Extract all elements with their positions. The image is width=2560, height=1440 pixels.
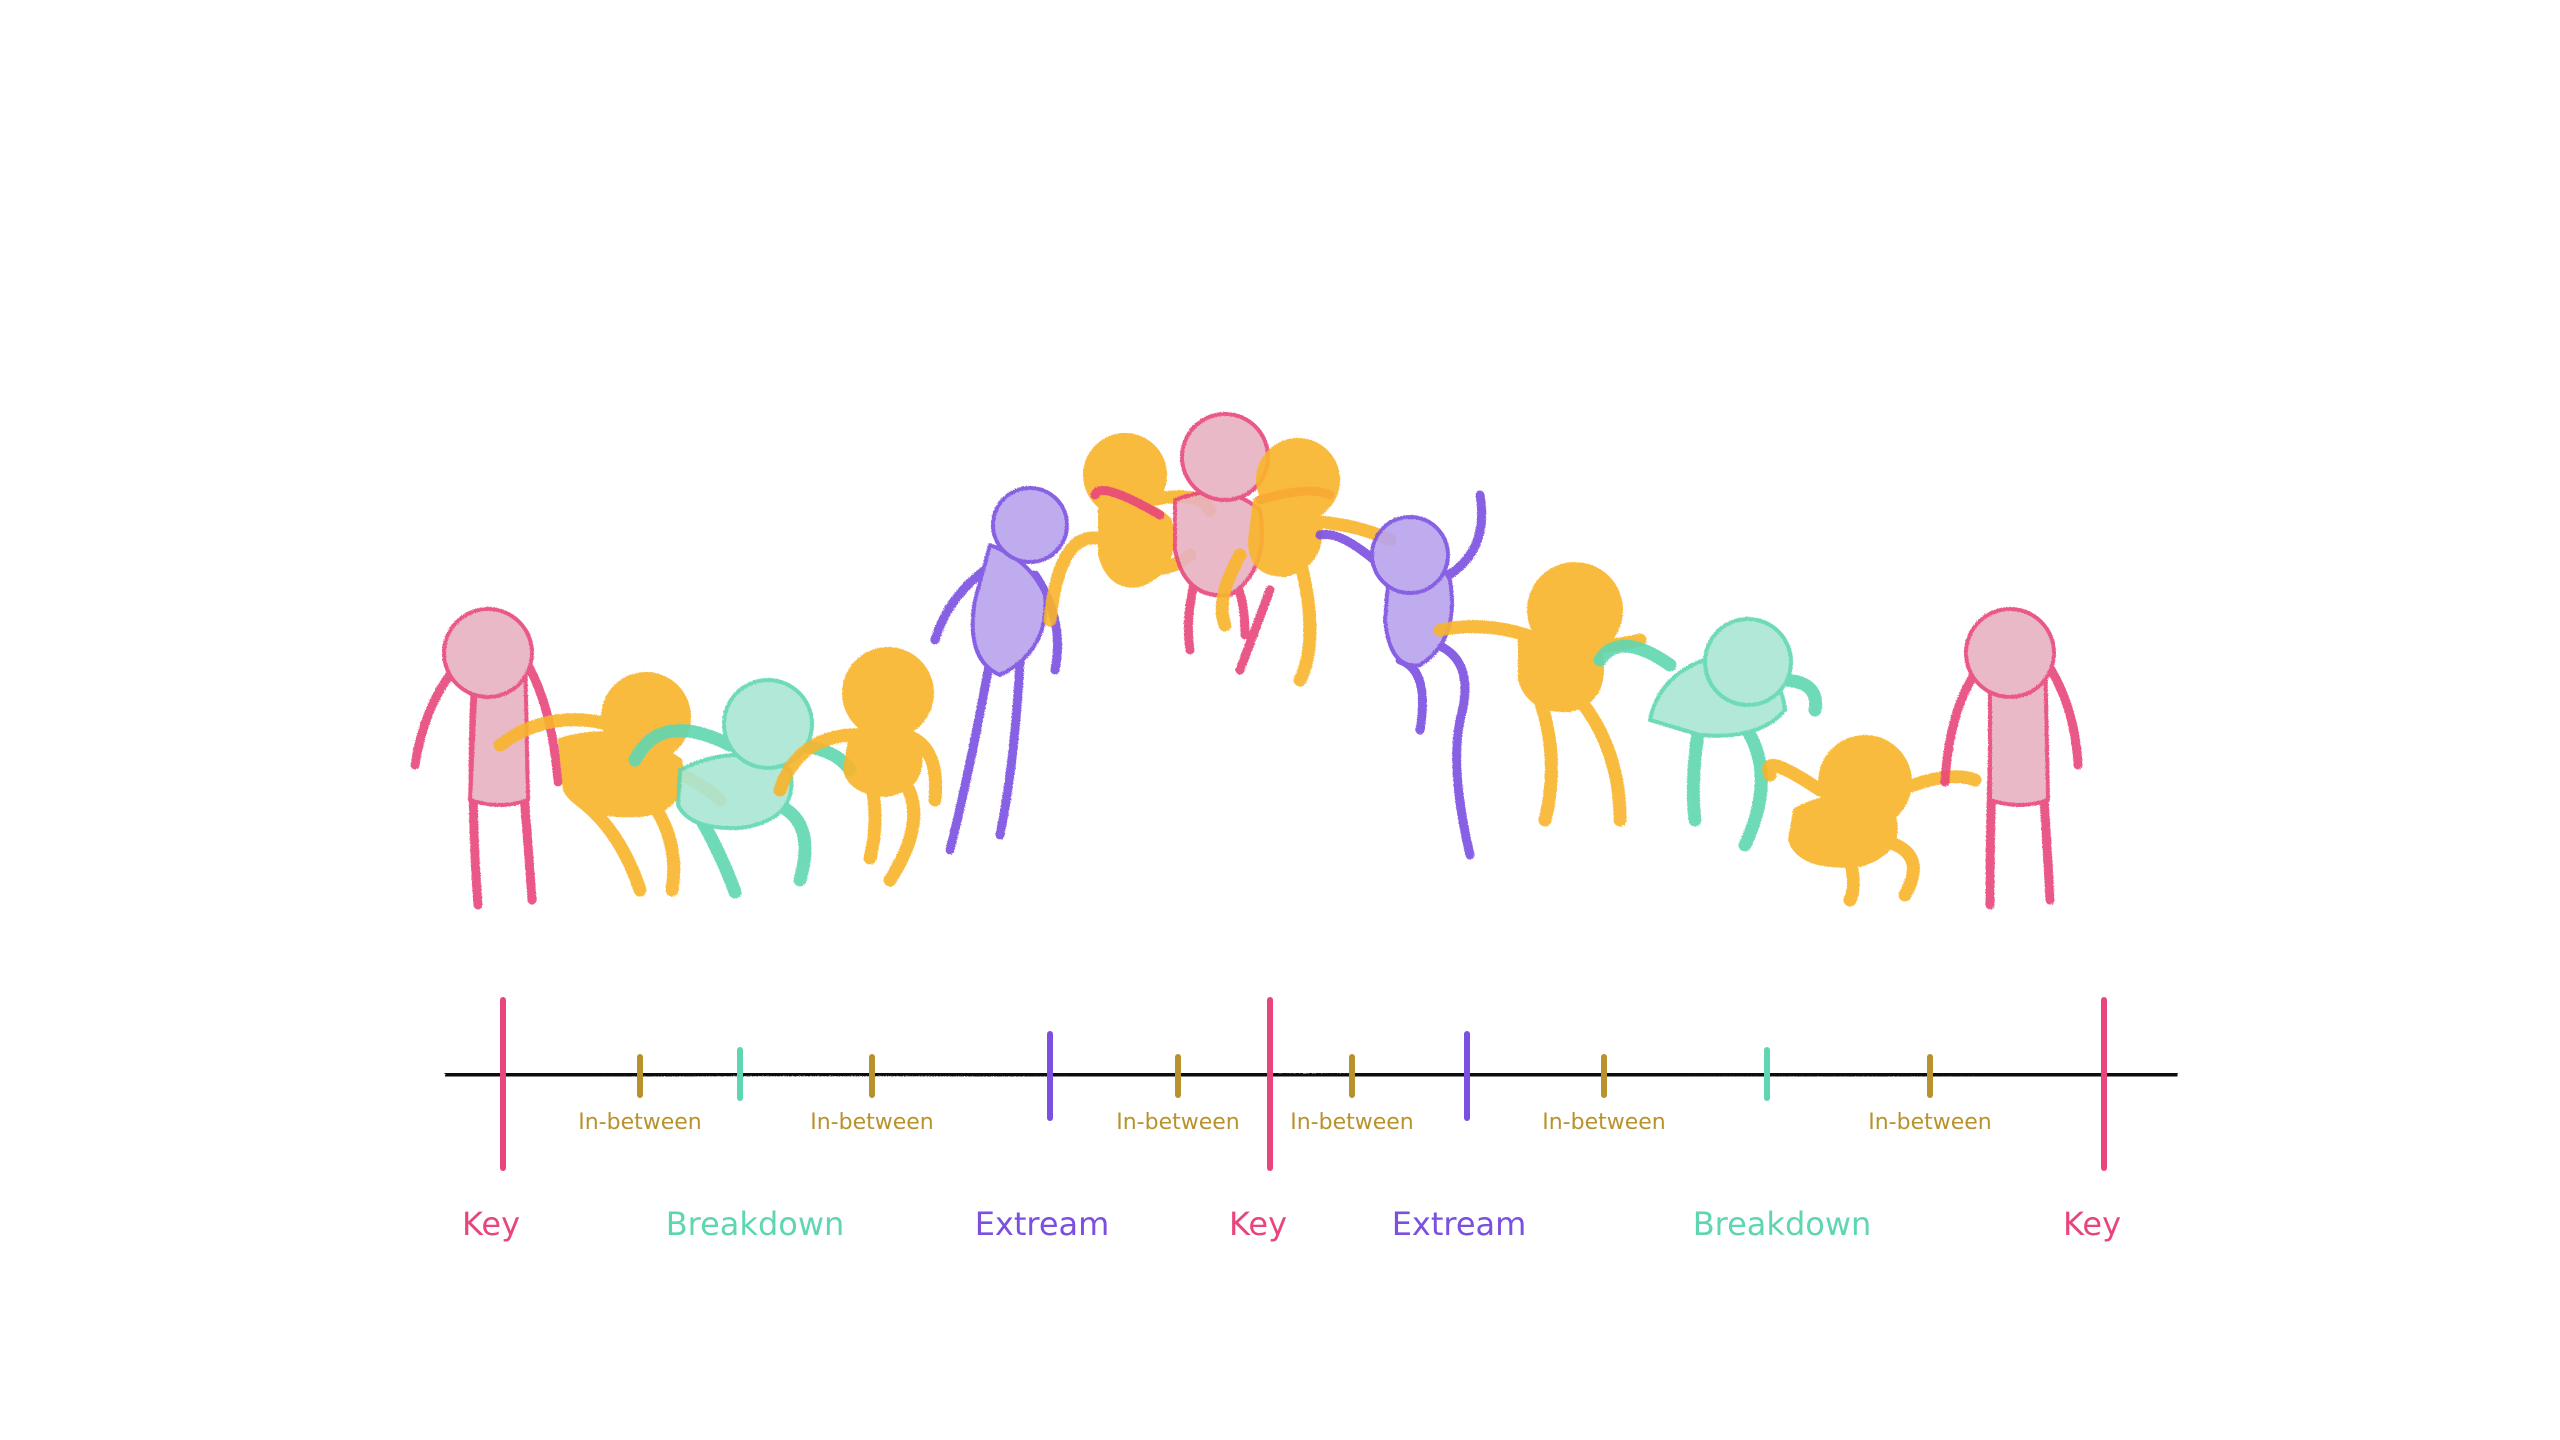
label-inbetween-3: In-between <box>810 1110 934 1135</box>
label-breakdown-2: Breakdown <box>666 1205 845 1243</box>
label-key-0: Key <box>462 1205 520 1243</box>
label-breakdown-10: Breakdown <box>1693 1205 1872 1243</box>
label-extreme-8: Extream <box>1392 1205 1527 1243</box>
label-key-12: Key <box>2063 1205 2121 1243</box>
label-inbetween-1: In-between <box>578 1110 702 1135</box>
label-inbetween-9: In-between <box>1542 1110 1666 1135</box>
figures <box>410 412 2083 910</box>
label-inbetween-11: In-between <box>1868 1110 1992 1135</box>
inbetween-pose-figure-5 <box>1433 562 1647 827</box>
label-inbetween-5: In-between <box>1116 1110 1240 1135</box>
extreme-pose-figure-2 <box>1315 490 1487 860</box>
timeline-ticks <box>500 997 2107 1171</box>
label-key-6: Key <box>1229 1205 1287 1243</box>
label-extreme-4: Extream <box>975 1205 1110 1243</box>
inbetween-pose-figure-4 <box>1215 438 1397 687</box>
breakdown-pose-figure-2 <box>1593 617 1823 852</box>
timeline-axis <box>444 1070 2179 1080</box>
label-inbetween-7: In-between <box>1290 1110 1414 1135</box>
inbetween-pose-figure-2 <box>773 647 943 887</box>
extreme-pose-figure-1 <box>930 486 1069 855</box>
key-pose-figure-start <box>410 607 563 910</box>
inbetween-pose-figure-1 <box>493 672 727 897</box>
key-pose-figure-end <box>1940 607 2083 910</box>
